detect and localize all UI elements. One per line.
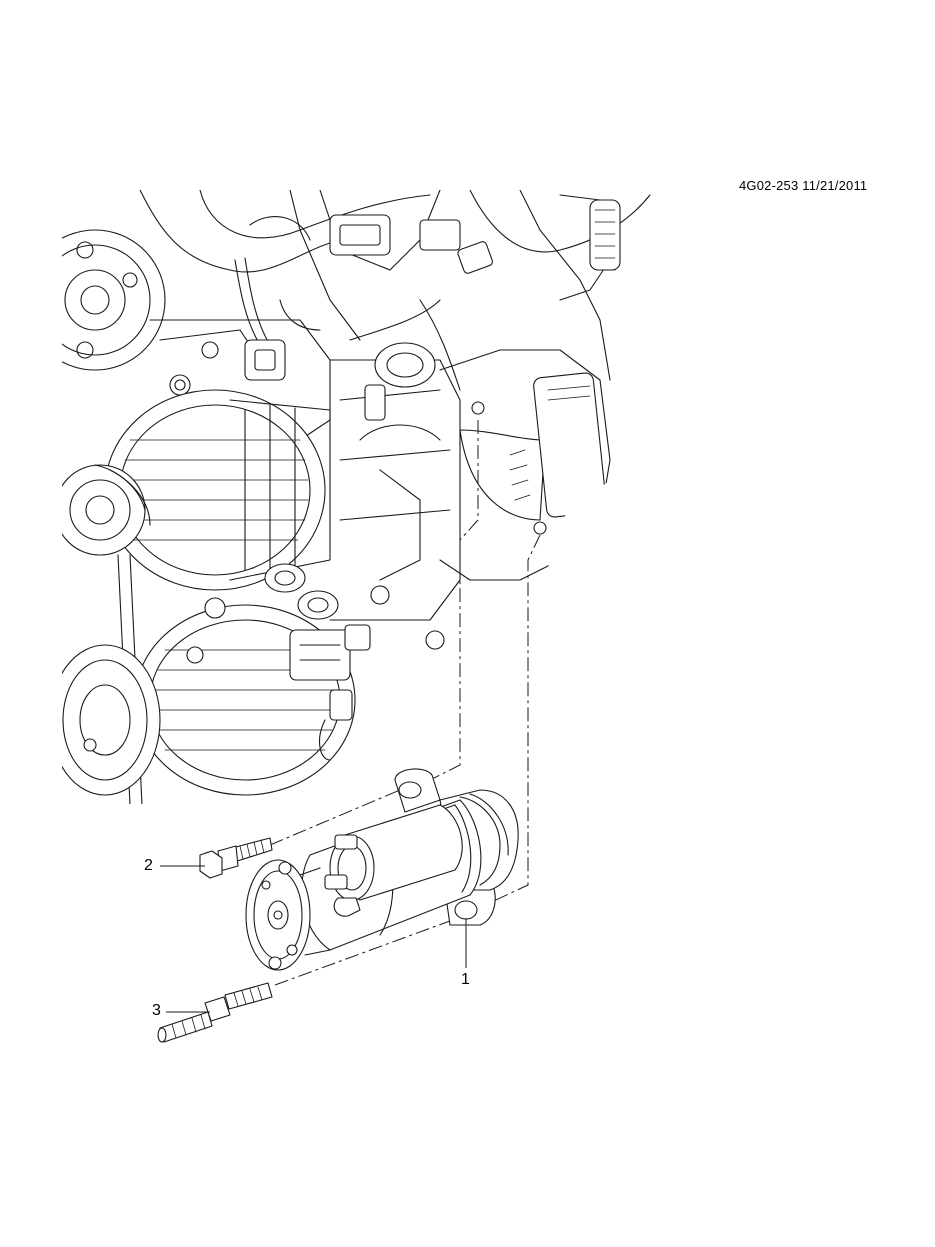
starter-motor: [245, 768, 519, 971]
engine-assembly: [62, 190, 651, 805]
mounting-bolt: [199, 837, 273, 879]
diagram-reference-code: 4G02-253 11/21/2011: [739, 178, 868, 193]
assembly-guide-lines: [269, 420, 541, 986]
mounting-stud: [157, 982, 273, 1043]
callout-1: 1: [461, 971, 470, 988]
callout-3: 3: [152, 1002, 161, 1019]
callout-leaders: [160, 865, 467, 1013]
callout-2: 2: [144, 857, 153, 874]
